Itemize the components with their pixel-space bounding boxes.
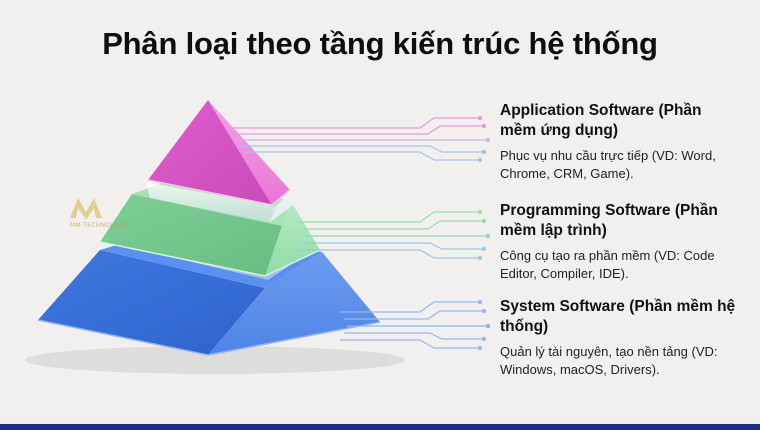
connector-lines-bottom (340, 299, 491, 351)
connector-lines-top (228, 115, 491, 163)
watermark-logo-icon (70, 198, 102, 220)
page-title: Phân loại theo tầng kiến trúc hệ thống (102, 26, 658, 61)
layer-application-software: Application Software (Phần mềm ứng dụng)… (500, 101, 740, 183)
layer-system-software: System Software (Phần mềm hệ thống) Quản… (500, 297, 740, 379)
pyramid-shadow (25, 346, 405, 374)
layer-title: System Software (Phần mềm hệ thống) (500, 298, 736, 335)
layer-description: Phục vụ nhu cầu trực tiếp (VD: Word, Chr… (500, 148, 716, 181)
layer-programming-software: Programming Software (Phần mềm lập trình… (500, 201, 740, 283)
bottom-accent-bar (0, 424, 760, 430)
layer-description: Quản lý tài nguyên, tạo nền tảng (VD: Wi… (500, 344, 718, 377)
watermark-text: MM TECHNOLOGY (70, 222, 128, 229)
layer-title: Programming Software (Phần mềm lập trình… (500, 202, 718, 239)
glass-separator-upper (146, 182, 296, 222)
connector-lines-middle (298, 209, 491, 261)
layer-description: Công cụ tạo ra phần mềm (VD: Code Editor… (500, 248, 715, 281)
layer-title: Application Software (Phần mềm ứng dụng) (500, 102, 702, 139)
